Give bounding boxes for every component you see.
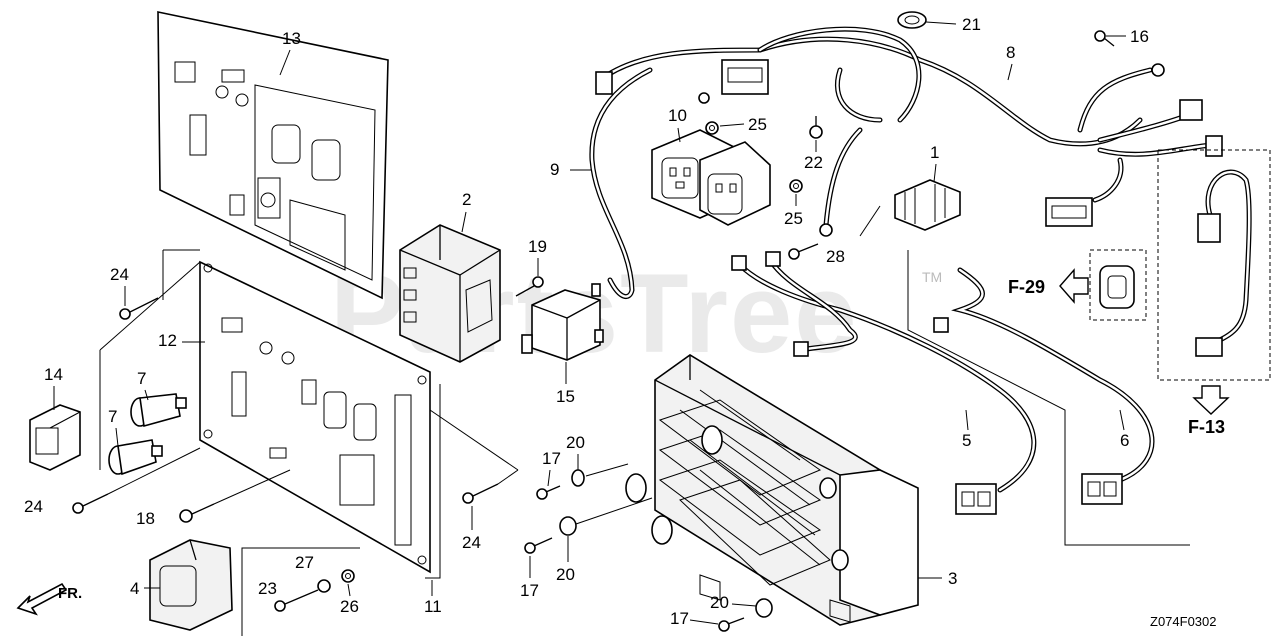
part-25-nut-a[interactable] xyxy=(705,121,719,135)
callout-3: 3 xyxy=(948,569,957,588)
callout-19: 19 xyxy=(528,237,547,256)
part-3-inverter-unit[interactable] xyxy=(625,354,919,626)
callout-28: 28 xyxy=(826,247,845,266)
part-26-nut[interactable] xyxy=(341,569,355,583)
callout-8: 8 xyxy=(1006,43,1015,62)
callout-12: 12 xyxy=(158,331,177,350)
callout-17c: 17 xyxy=(670,609,689,628)
watermark-tm: TM xyxy=(922,269,942,285)
part-17-screw-b[interactable] xyxy=(524,537,553,554)
callout-4: 4 xyxy=(130,579,139,598)
callout-2: 2 xyxy=(462,190,471,209)
callout-24b: 24 xyxy=(24,497,43,516)
part-25-nut-b[interactable] xyxy=(789,179,803,193)
part-24-screw-c[interactable] xyxy=(462,483,499,504)
part-9-ground-wire[interactable] xyxy=(589,67,710,299)
callout-14: 14 xyxy=(44,365,63,384)
part-16-screw[interactable] xyxy=(1094,30,1115,47)
part-4-cover-cap[interactable] xyxy=(149,539,233,631)
callout-5: 5 xyxy=(962,431,971,450)
part-7-fuse-holder-a[interactable] xyxy=(130,393,187,428)
part-22-terminal[interactable] xyxy=(809,116,823,139)
part-24-screw-b[interactable] xyxy=(72,493,109,514)
part-14-switch[interactable] xyxy=(29,404,81,471)
callout-23: 23 xyxy=(258,579,277,598)
front-direction-arrow: FR. xyxy=(16,582,82,616)
svg-text:F-13: F-13 xyxy=(1188,417,1225,437)
part-19-screw[interactable] xyxy=(515,276,544,297)
part-23-screw[interactable] xyxy=(274,589,319,612)
part-12-control-panel[interactable] xyxy=(199,260,431,574)
diagram-code: Z074F0302 xyxy=(1150,614,1217,629)
part-2-receptacle-cover[interactable] xyxy=(399,224,501,363)
part-8-main-harness[interactable] xyxy=(595,26,1223,237)
callout-7a: 7 xyxy=(137,369,146,388)
svg-text:FR.: FR. xyxy=(58,585,82,602)
callout-20b: 20 xyxy=(556,565,575,584)
callout-15: 15 xyxy=(556,387,575,406)
part-21-clamp[interactable] xyxy=(897,11,927,29)
part-17-screw-a[interactable] xyxy=(536,485,561,500)
part-10-receptacle[interactable] xyxy=(651,129,771,226)
part-13-label-sheet[interactable] xyxy=(157,11,389,300)
callout-20a: 20 xyxy=(566,433,585,452)
part-20-washer-b[interactable] xyxy=(559,516,577,536)
callout-7b: 7 xyxy=(108,407,117,426)
part-5-harness[interactable] xyxy=(731,251,1037,515)
part-7-fuse-holder-b[interactable] xyxy=(108,439,163,476)
callout-17a: 17 xyxy=(542,449,561,468)
part-6-harness[interactable] xyxy=(933,267,1155,505)
callout-20c: 20 xyxy=(710,593,729,612)
callout-16: 16 xyxy=(1130,27,1149,46)
part-20-washer-c[interactable] xyxy=(755,598,773,618)
callout-6: 6 xyxy=(1120,431,1129,450)
callout-11: 11 xyxy=(424,597,442,616)
callout-26: 26 xyxy=(340,597,359,616)
callout-24a: 24 xyxy=(110,265,129,284)
part-1-holder[interactable] xyxy=(894,179,961,231)
callout-25b: 25 xyxy=(784,209,803,228)
part-27-washer[interactable] xyxy=(317,579,331,593)
callout-13: 13 xyxy=(282,29,301,48)
part-18-screw[interactable] xyxy=(179,503,215,523)
part-15-circuit-breaker[interactable] xyxy=(521,283,604,361)
svg-text:F-29: F-29 xyxy=(1008,277,1045,297)
ref-box-f29[interactable]: F-29 xyxy=(1008,249,1147,321)
part-28-screw[interactable] xyxy=(788,243,819,260)
callout-1: 1 xyxy=(930,143,939,162)
callout-24c: 24 xyxy=(462,533,481,552)
ref-box-f13[interactable]: F-13 xyxy=(1157,149,1271,437)
callout-21: 21 xyxy=(962,15,981,34)
callout-22: 22 xyxy=(804,153,823,172)
callout-10: 10 xyxy=(668,106,687,125)
callout-9: 9 xyxy=(550,160,559,179)
callout-25a: 25 xyxy=(748,115,767,134)
callout-18: 18 xyxy=(136,509,155,528)
callout-17b: 17 xyxy=(520,581,539,600)
part-17-screw-c[interactable] xyxy=(718,617,745,632)
part-20-washer-a[interactable] xyxy=(571,469,585,487)
part-24-screw-a[interactable] xyxy=(119,297,159,320)
callout-27: 27 xyxy=(295,553,314,572)
